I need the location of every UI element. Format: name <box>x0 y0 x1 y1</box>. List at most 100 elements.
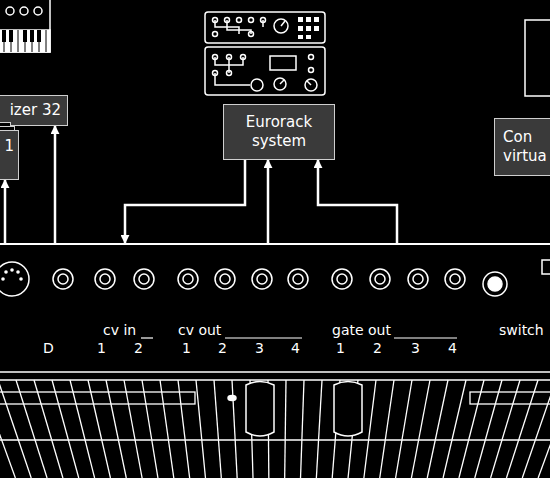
jack-sockets <box>4 270 8 274</box>
jack-sockets <box>337 274 347 284</box>
jack-sockets <box>53 269 73 289</box>
synthesizer-drawing <box>0 30 50 52</box>
eurorack-drawing <box>306 35 311 39</box>
jack-label: cv out <box>178 323 221 338</box>
grille <box>538 380 550 478</box>
jack-sockets <box>10 268 14 272</box>
signal-arrow <box>267 160 270 243</box>
synthesizer-drawing <box>9 30 13 42</box>
eurorack-drawing <box>306 17 311 22</box>
grille <box>142 380 158 478</box>
rear-panel: Dcv in12cv out1234gate out1234switch <box>0 243 550 363</box>
eurorack-drawing <box>281 21 285 26</box>
computer-drawing <box>525 20 550 96</box>
eurorack-drawing <box>274 19 288 33</box>
grille <box>506 380 538 478</box>
eurorack-drawing <box>309 68 314 73</box>
jack-label: 4 <box>291 341 300 356</box>
grille <box>52 380 79 478</box>
eurorack-drawing <box>309 55 314 60</box>
eurorack-drawing <box>314 26 319 31</box>
jack-label: 3 <box>255 341 264 356</box>
jack-label: 2 <box>218 341 227 356</box>
foot <box>228 382 362 437</box>
grille <box>364 380 376 478</box>
jack-sockets <box>450 274 460 284</box>
jack-sockets <box>288 269 308 289</box>
jack-sockets <box>139 274 149 284</box>
jack-sockets <box>16 270 20 274</box>
jack-sockets <box>1 277 5 281</box>
jack-sockets <box>408 269 428 289</box>
synthesizer-drawing <box>37 30 41 42</box>
jack-sockets <box>0 260 550 296</box>
grille <box>522 380 550 478</box>
eurorack-drawing <box>280 80 284 84</box>
signal-arrow <box>318 160 397 243</box>
grille <box>301 380 304 478</box>
eurorack-drawing <box>205 12 325 95</box>
eurorack-drawing <box>274 78 286 90</box>
jack-sockets <box>58 274 68 284</box>
grille <box>411 380 430 478</box>
grille <box>232 380 237 478</box>
jack-label: 3 <box>411 341 420 356</box>
grille <box>178 380 190 478</box>
eurorack-drawing <box>306 26 311 31</box>
synthesizer-drawing <box>18 30 19 52</box>
grille <box>475 380 502 478</box>
jack-sockets <box>19 277 23 281</box>
jack-sockets <box>293 274 303 284</box>
synth-label-box: izer 32 <box>0 95 68 126</box>
synthesizer-drawing <box>2 30 6 42</box>
eurorack-drawing <box>205 12 325 43</box>
grille <box>0 439 550 440</box>
grille <box>160 380 174 478</box>
eurorack-drawing <box>270 56 296 70</box>
stacked-card: 1 <box>0 130 19 180</box>
synthesizer-drawing <box>4 30 46 52</box>
signal-arrow <box>125 160 245 243</box>
eurorack-drawing <box>307 81 311 85</box>
box-label: Con virtua <box>503 128 550 166</box>
jack-sockets <box>95 269 115 289</box>
eurorack-drawing <box>305 79 317 91</box>
eurorack-drawing <box>215 57 250 85</box>
jack-sockets <box>542 260 550 274</box>
box-label: 1 <box>0 137 14 156</box>
eurorack-drawing <box>298 17 303 22</box>
grille <box>427 380 448 478</box>
jack-label: 2 <box>134 341 143 356</box>
box-label: Eurorack system <box>230 113 328 151</box>
synthesizer-drawing <box>2 30 41 42</box>
grille <box>0 379 550 380</box>
signal-arrow <box>4 180 7 243</box>
foot <box>246 382 274 437</box>
grille <box>0 372 550 478</box>
grille <box>106 380 126 478</box>
jack-label: 4 <box>448 341 457 356</box>
grille <box>214 380 221 478</box>
jack-sockets <box>220 274 230 284</box>
grille <box>0 392 195 404</box>
jack-sockets <box>483 272 507 296</box>
eurorack-box: Eurorack system <box>223 104 335 160</box>
eurorack-drawing <box>215 20 263 34</box>
eurorack-drawing <box>205 47 325 95</box>
jack-sockets <box>488 277 502 291</box>
grille <box>491 380 520 478</box>
jack-label: 1 <box>336 341 345 356</box>
grille <box>16 380 47 478</box>
jack-sockets <box>215 269 235 289</box>
synthesizer-drawing <box>0 0 50 52</box>
eurorack-drawing <box>237 18 242 23</box>
grille <box>124 380 142 478</box>
foot <box>228 396 236 401</box>
synthesizer-drawing <box>30 30 34 42</box>
synthesizer-drawing <box>6 7 14 15</box>
synthesizer-drawing <box>20 7 28 15</box>
jack-label: 2 <box>373 341 382 356</box>
jack-sockets <box>375 274 385 284</box>
jack-sockets <box>257 274 267 284</box>
